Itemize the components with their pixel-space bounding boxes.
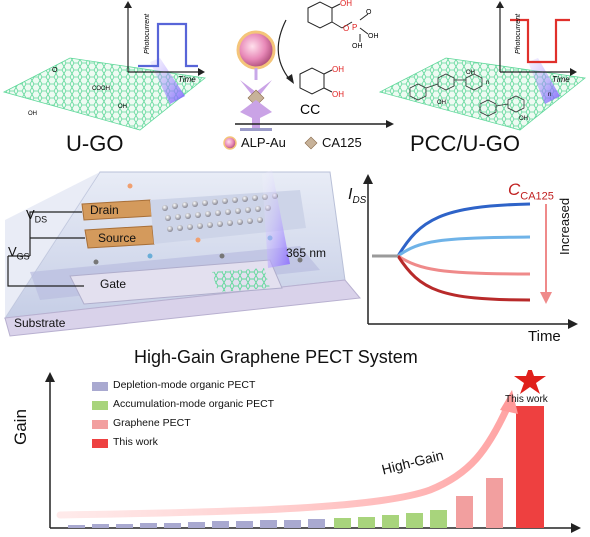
system-title: High-Gain Graphene PECT System <box>134 347 418 367</box>
u-go-label: U-GO <box>66 131 124 156</box>
pulse-red <box>510 18 570 64</box>
vds-label: VDS <box>26 207 48 225</box>
gain-bar-16 <box>430 510 447 528</box>
phos-oh2: OH <box>368 33 379 40</box>
gain-bar-8 <box>236 521 253 528</box>
sheet-left-oh: OH <box>28 111 37 117</box>
ids-curve-red-dark <box>396 255 531 302</box>
gain-bar-18 <box>486 478 503 528</box>
gain-chart <box>45 370 581 533</box>
phos-p: P <box>352 23 357 32</box>
photocurrent-inset-right: Photocurrent Time <box>496 1 577 84</box>
source-label: Source <box>98 231 137 245</box>
gain-axis-label: Gain <box>11 409 30 445</box>
legend-swatch-accumulation <box>92 401 108 410</box>
gain-bar-1 <box>68 525 85 528</box>
device-panel <box>4 170 578 337</box>
pcc-oh-a: OH <box>437 100 446 106</box>
gain-bar-7 <box>212 521 229 528</box>
gain-bar-4 <box>140 523 157 528</box>
photocurrent-label-right: Photocurrent <box>515 13 522 54</box>
cc-oh2: OH <box>332 90 344 99</box>
gain-bar-this-work <box>516 406 544 528</box>
gate-graphene <box>212 268 270 292</box>
phosphate-molecule <box>307 1 369 42</box>
cc-molecule <box>299 67 333 95</box>
gate-label: Gate <box>100 277 127 291</box>
photocurrent-inset-left: Photocurrent Time <box>124 1 205 84</box>
sheet-left-oh2: OH <box>118 104 127 110</box>
pulse-blue <box>138 22 198 68</box>
wavelength-label: 365 nm <box>286 246 327 260</box>
pcc-n-a: n <box>486 80 489 86</box>
legend-this-work: This work <box>113 436 158 448</box>
phos-o2: O <box>366 9 372 16</box>
cc-label: CC <box>300 101 320 117</box>
legend-swatch-graphene <box>92 420 108 429</box>
top-panel: O COOH OH OH Photocurrent Time OH O P O … <box>2 0 586 150</box>
gain-bar-2 <box>92 524 109 528</box>
high-gain-curve <box>56 402 512 519</box>
alp-au-legend-label: ALP-Au <box>241 135 286 150</box>
pcc-oh-c: OH <box>519 116 528 122</box>
phos-o: O <box>343 24 349 33</box>
gain-bar-3 <box>116 524 133 528</box>
cc-oh1: OH <box>332 65 344 74</box>
gain-bar-12 <box>334 518 351 528</box>
ca125-legend-icon <box>304 136 318 150</box>
ids-plot <box>363 174 578 329</box>
vgs-label: VGS <box>8 244 30 262</box>
gain-bar-6 <box>188 522 205 528</box>
ids-curve-red-light <box>397 254 531 276</box>
phos-oh3: OH <box>352 43 363 50</box>
legend-accumulation: Accumulation-mode organic PECT <box>113 398 275 410</box>
this-work-annotation: This work <box>505 394 548 405</box>
pcc-u-go-label: PCC/U-GO <box>410 131 520 156</box>
circuit-wires <box>7 211 85 287</box>
legend-swatch-this-work <box>92 439 108 448</box>
light-beam-left <box>150 58 185 104</box>
gain-bar-5 <box>164 523 181 528</box>
pcc-oh-b: OH <box>466 70 475 76</box>
increased-label: Increased <box>557 197 572 255</box>
ca125-legend-label: CA125 <box>322 135 362 150</box>
substrate-label: Substrate <box>14 316 66 330</box>
sheet-left-o: O <box>52 67 58 74</box>
time-label-right: Time <box>552 75 570 84</box>
alp-au-legend-icon <box>223 136 237 150</box>
legend-graphene: Graphene PECT <box>113 417 191 429</box>
ca125-concentration-label: CCA125 <box>508 180 554 203</box>
pcc-polymer <box>409 73 525 117</box>
drain-label: Drain <box>90 203 119 217</box>
gain-bar-15 <box>406 513 423 528</box>
legend-swatch-depletion <box>92 382 108 391</box>
star-icon <box>514 370 546 394</box>
legend-depletion: Depletion-mode organic PECT <box>113 379 256 391</box>
gain-bar-10 <box>284 520 301 528</box>
light-beam-right <box>528 58 560 104</box>
gain-bars <box>68 406 544 528</box>
ids-axis-label: IDS <box>348 186 367 207</box>
ids-curve-blue-dark <box>372 202 531 258</box>
ids-curve-blue-light <box>397 235 531 258</box>
gain-bar-13 <box>358 517 375 528</box>
uv-light-beam <box>262 170 290 268</box>
alp-au-probe <box>236 19 294 131</box>
graphene-balls <box>162 193 278 232</box>
time-axis-label: Time <box>528 328 561 345</box>
pcc-n-b: n <box>548 92 551 98</box>
increased-arrow <box>540 292 552 304</box>
gain-bar-14 <box>382 515 399 528</box>
sheet-left-cooh: COOH <box>92 86 110 92</box>
gain-bar-9 <box>260 520 277 528</box>
phos-oh1: OH <box>340 0 352 8</box>
gain-bar-11 <box>308 519 325 528</box>
time-label-left: Time <box>178 75 196 84</box>
gain-bar-17 <box>456 496 473 528</box>
photocurrent-label-left: Photocurrent <box>144 13 151 54</box>
